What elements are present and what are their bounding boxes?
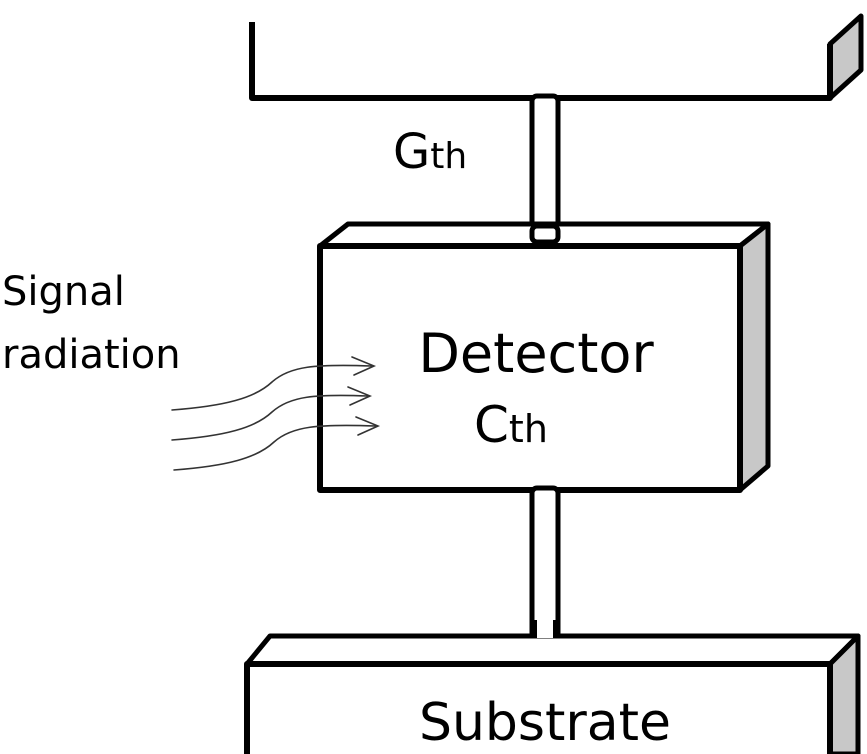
heat-sink-block bbox=[249, 13, 864, 101]
thermal-link-lower-cap bbox=[532, 624, 558, 638]
substrate-label: Substrate bbox=[419, 693, 671, 753]
thermal-conductance-label: Gth bbox=[393, 124, 467, 180]
signal-label-line1: Signal bbox=[2, 269, 125, 315]
substrate-front-face bbox=[244, 661, 833, 754]
detector-label: Detector bbox=[418, 322, 654, 385]
signal-label-line2: radiation bbox=[2, 332, 181, 378]
thermal-link-upper-cap bbox=[529, 223, 561, 245]
cth-main: C bbox=[474, 396, 509, 454]
substrate-top-face bbox=[244, 633, 861, 667]
signal-radiation-arrows bbox=[171, 356, 381, 471]
thermal-link-upper bbox=[529, 93, 561, 245]
radiation-ray-2 bbox=[171, 394, 369, 441]
gth-sub: th bbox=[430, 136, 467, 177]
cth-sub: th bbox=[509, 407, 548, 451]
radiation-arrowhead-2 bbox=[347, 386, 373, 406]
radiation-arrowhead-3 bbox=[355, 416, 381, 436]
detector-front-face bbox=[317, 243, 743, 493]
gth-main: G bbox=[393, 124, 430, 180]
detector-side-face bbox=[737, 221, 771, 493]
heat-sink-side-face bbox=[827, 13, 864, 101]
heat-capacity-label: Cth bbox=[474, 396, 548, 454]
detector-block bbox=[317, 221, 771, 493]
substrate-block bbox=[244, 633, 861, 754]
radiation-arrowhead-1 bbox=[351, 356, 377, 376]
radiation-ray-1 bbox=[171, 364, 373, 411]
heat-sink-front-face bbox=[249, 22, 833, 101]
thermal-link-lower bbox=[529, 485, 561, 641]
radiation-ray-3 bbox=[173, 424, 377, 471]
